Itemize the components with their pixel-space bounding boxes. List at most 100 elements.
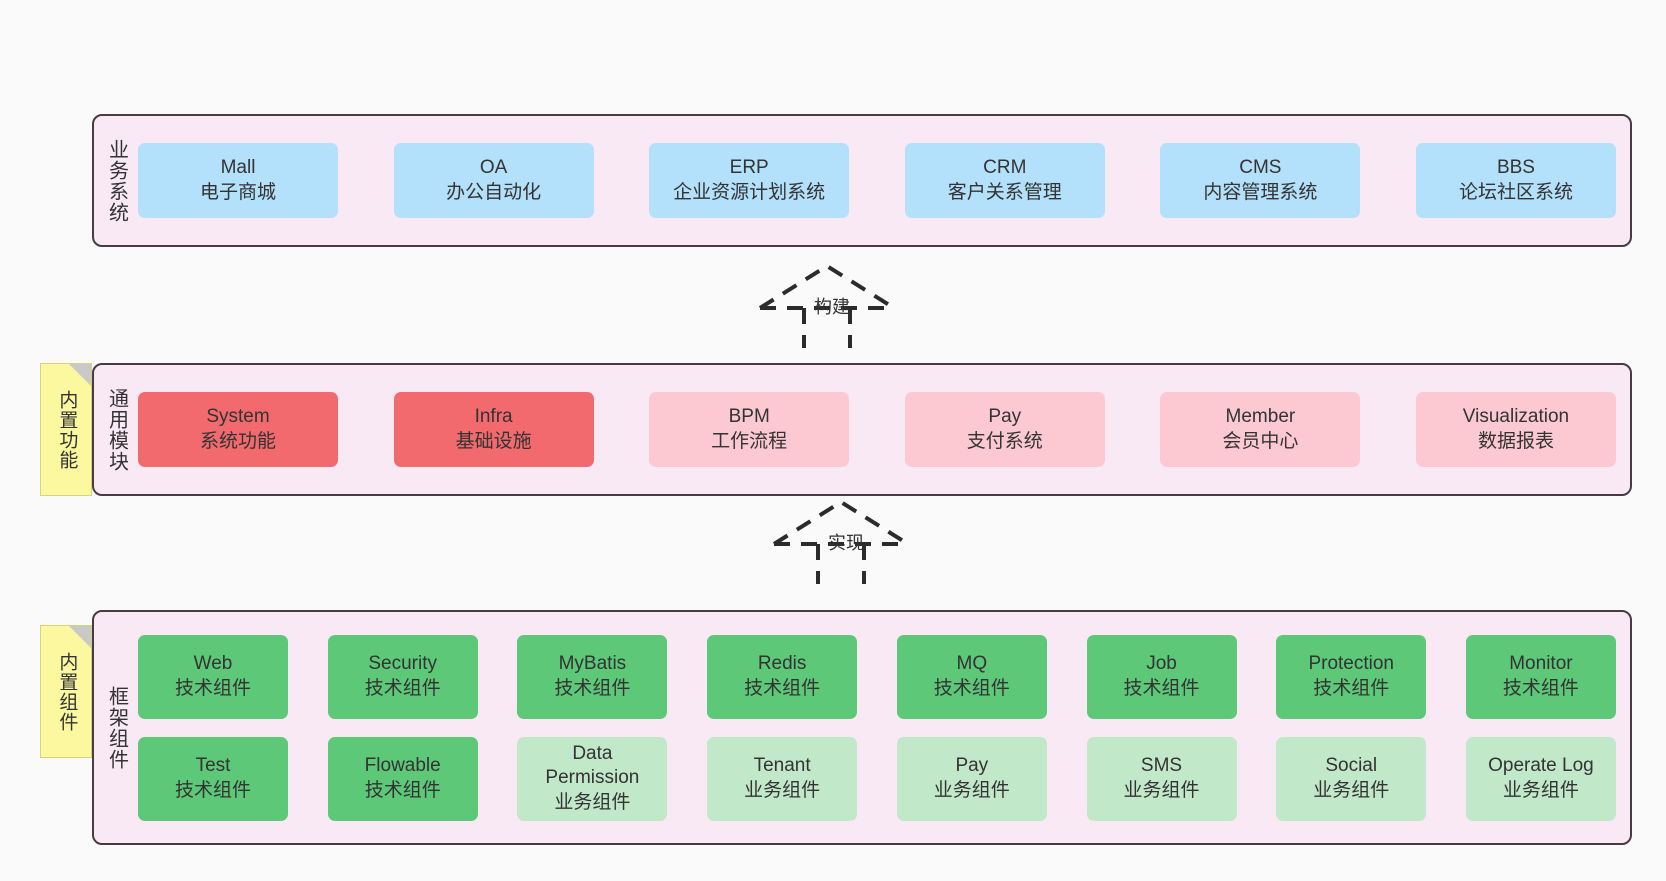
card-title: Tenant xyxy=(753,755,811,777)
card-mybatis[interactable]: MyBatis 技术组件 xyxy=(517,634,668,719)
card-title: Member xyxy=(1225,406,1296,428)
card-title: Security xyxy=(368,653,438,675)
note-builtin-features: 内置功能 xyxy=(40,363,92,496)
card-title: Data Permission xyxy=(545,743,640,789)
card-cms[interactable]: CMS 内容管理系统 xyxy=(1160,143,1361,218)
layer-title-business: 业务系统 xyxy=(105,138,128,223)
card-subtitle: 企业资源计划系统 xyxy=(673,181,826,203)
card-subtitle: 业务组件 xyxy=(554,791,631,813)
card-subtitle: 电子商城 xyxy=(199,181,276,203)
card-title: BBS xyxy=(1496,157,1535,179)
layer-body-framework: Web 技术组件 Security 技术组件 MyBatis 技术组件 Redi… xyxy=(138,612,1630,843)
note-fold-icon xyxy=(69,364,91,386)
note-text: 内置组件 xyxy=(56,651,78,732)
card-title: Social xyxy=(1325,755,1378,777)
connector-label-build: 构建 xyxy=(814,297,850,317)
card-job[interactable]: Job 技术组件 xyxy=(1086,634,1237,719)
card-subtitle: 业务组件 xyxy=(1123,779,1200,801)
layer-common-modules: 通用模块 System 系统功能 Infra 基础设施 BPM 工作流程 Pay… xyxy=(92,363,1632,496)
card-subtitle: 技术组件 xyxy=(1313,677,1390,699)
note-builtin-components: 内置组件 xyxy=(40,625,92,758)
card-subtitle: 客户关系管理 xyxy=(947,181,1062,203)
card-data-permission[interactable]: Data Permission 业务组件 xyxy=(517,736,668,821)
card-oa[interactable]: OA 办公自动化 xyxy=(393,143,594,218)
card-subtitle: 论坛社区系统 xyxy=(1458,181,1573,203)
card-title: Flowable xyxy=(364,755,441,777)
note-fold-icon xyxy=(69,626,91,648)
card-title: CRM xyxy=(983,157,1027,179)
card-title: SMS xyxy=(1140,755,1183,777)
card-visualization[interactable]: Visualization 数据报表 xyxy=(1415,392,1616,467)
layer-title-framework: 框架组件 xyxy=(105,685,128,770)
card-title: Operate Log xyxy=(1488,755,1594,777)
card-infra[interactable]: Infra 基础设施 xyxy=(393,392,594,467)
card-subtitle: 业务组件 xyxy=(933,779,1010,801)
card-security[interactable]: Security 技术组件 xyxy=(327,634,478,719)
implement-arrow-icon xyxy=(772,499,910,584)
layer-body-business: Mall 电子商城 OA 办公自动化 ERP 企业资源计划系统 CRM 客户关系… xyxy=(138,116,1630,245)
card-title: Mall xyxy=(220,157,256,179)
card-title: Redis xyxy=(757,653,807,675)
card-subtitle: 技术组件 xyxy=(364,779,441,801)
card-title: Monitor xyxy=(1509,653,1573,675)
card-protection[interactable]: Protection 技术组件 xyxy=(1276,634,1427,719)
card-bpm[interactable]: BPM 工作流程 xyxy=(649,392,850,467)
card-subtitle: 技术组件 xyxy=(554,677,631,699)
card-web[interactable]: Web 技术组件 xyxy=(138,634,288,719)
card-row: Mall 电子商城 OA 办公自动化 ERP 企业资源计划系统 CRM 客户关系… xyxy=(138,143,1616,218)
card-row: System 系统功能 Infra 基础设施 BPM 工作流程 Pay 支付系统… xyxy=(138,392,1616,467)
card-subtitle: 技术组件 xyxy=(1123,677,1200,699)
card-subtitle: 技术组件 xyxy=(744,677,821,699)
card-operate-log[interactable]: Operate Log 业务组件 xyxy=(1465,736,1616,821)
build-arrow-icon xyxy=(758,263,896,348)
card-subtitle: 系统功能 xyxy=(199,430,276,452)
card-subtitle: 支付系统 xyxy=(966,430,1043,452)
card-subtitle: 内容管理系统 xyxy=(1203,181,1318,203)
card-pay-business[interactable]: Pay 业务组件 xyxy=(896,736,1047,821)
card-monitor[interactable]: Monitor 技术组件 xyxy=(1465,634,1616,719)
card-title: System xyxy=(206,406,270,428)
card-subtitle: 技术组件 xyxy=(933,677,1010,699)
card-subtitle: 工作流程 xyxy=(711,430,788,452)
layer-title-common: 通用模块 xyxy=(105,387,128,472)
card-mq[interactable]: MQ 技术组件 xyxy=(896,634,1047,719)
card-subtitle: 基础设施 xyxy=(455,430,532,452)
card-crm[interactable]: CRM 客户关系管理 xyxy=(904,143,1105,218)
card-title: Protection xyxy=(1308,653,1394,675)
card-social[interactable]: Social 业务组件 xyxy=(1276,736,1427,821)
card-test[interactable]: Test 技术组件 xyxy=(138,736,288,821)
card-row: Test 技术组件 Flowable 技术组件 Data Permission … xyxy=(138,736,1616,821)
card-subtitle: 技术组件 xyxy=(174,677,251,699)
card-tenant[interactable]: Tenant 业务组件 xyxy=(707,736,858,821)
card-pay[interactable]: Pay 支付系统 xyxy=(904,392,1105,467)
card-member[interactable]: Member 会员中心 xyxy=(1160,392,1361,467)
card-subtitle: 技术组件 xyxy=(1502,677,1579,699)
layer-body-common: System 系统功能 Infra 基础设施 BPM 工作流程 Pay 支付系统… xyxy=(138,365,1630,494)
card-subtitle: 技术组件 xyxy=(174,779,251,801)
card-redis[interactable]: Redis 技术组件 xyxy=(707,634,858,719)
card-bbs[interactable]: BBS 论坛社区系统 xyxy=(1415,143,1616,218)
card-title: MQ xyxy=(956,653,988,675)
card-row: Web 技术组件 Security 技术组件 MyBatis 技术组件 Redi… xyxy=(138,634,1616,719)
card-subtitle: 技术组件 xyxy=(364,677,441,699)
card-flowable[interactable]: Flowable 技术组件 xyxy=(327,736,478,821)
card-title: Pay xyxy=(988,406,1022,428)
layer-framework-components: 框架组件 Web 技术组件 Security 技术组件 MyBatis 技术组件… xyxy=(92,610,1632,845)
card-erp[interactable]: ERP 企业资源计划系统 xyxy=(649,143,850,218)
card-subtitle: 数据报表 xyxy=(1477,430,1554,452)
card-mall[interactable]: Mall 电子商城 xyxy=(138,143,338,218)
connector-label-implement: 实现 xyxy=(828,533,864,553)
card-title: Pay xyxy=(955,755,989,777)
card-sms[interactable]: SMS 业务组件 xyxy=(1086,736,1237,821)
card-subtitle: 会员中心 xyxy=(1222,430,1299,452)
connector-build: 构建 xyxy=(752,256,932,348)
card-subtitle: 业务组件 xyxy=(744,779,821,801)
card-title: Web xyxy=(193,653,233,675)
card-system[interactable]: System 系统功能 xyxy=(138,392,338,467)
card-title: Visualization xyxy=(1462,406,1570,428)
card-title: BPM xyxy=(728,406,770,428)
card-subtitle: 业务组件 xyxy=(1502,779,1579,801)
card-title: OA xyxy=(479,157,508,179)
card-title: Job xyxy=(1146,653,1177,675)
